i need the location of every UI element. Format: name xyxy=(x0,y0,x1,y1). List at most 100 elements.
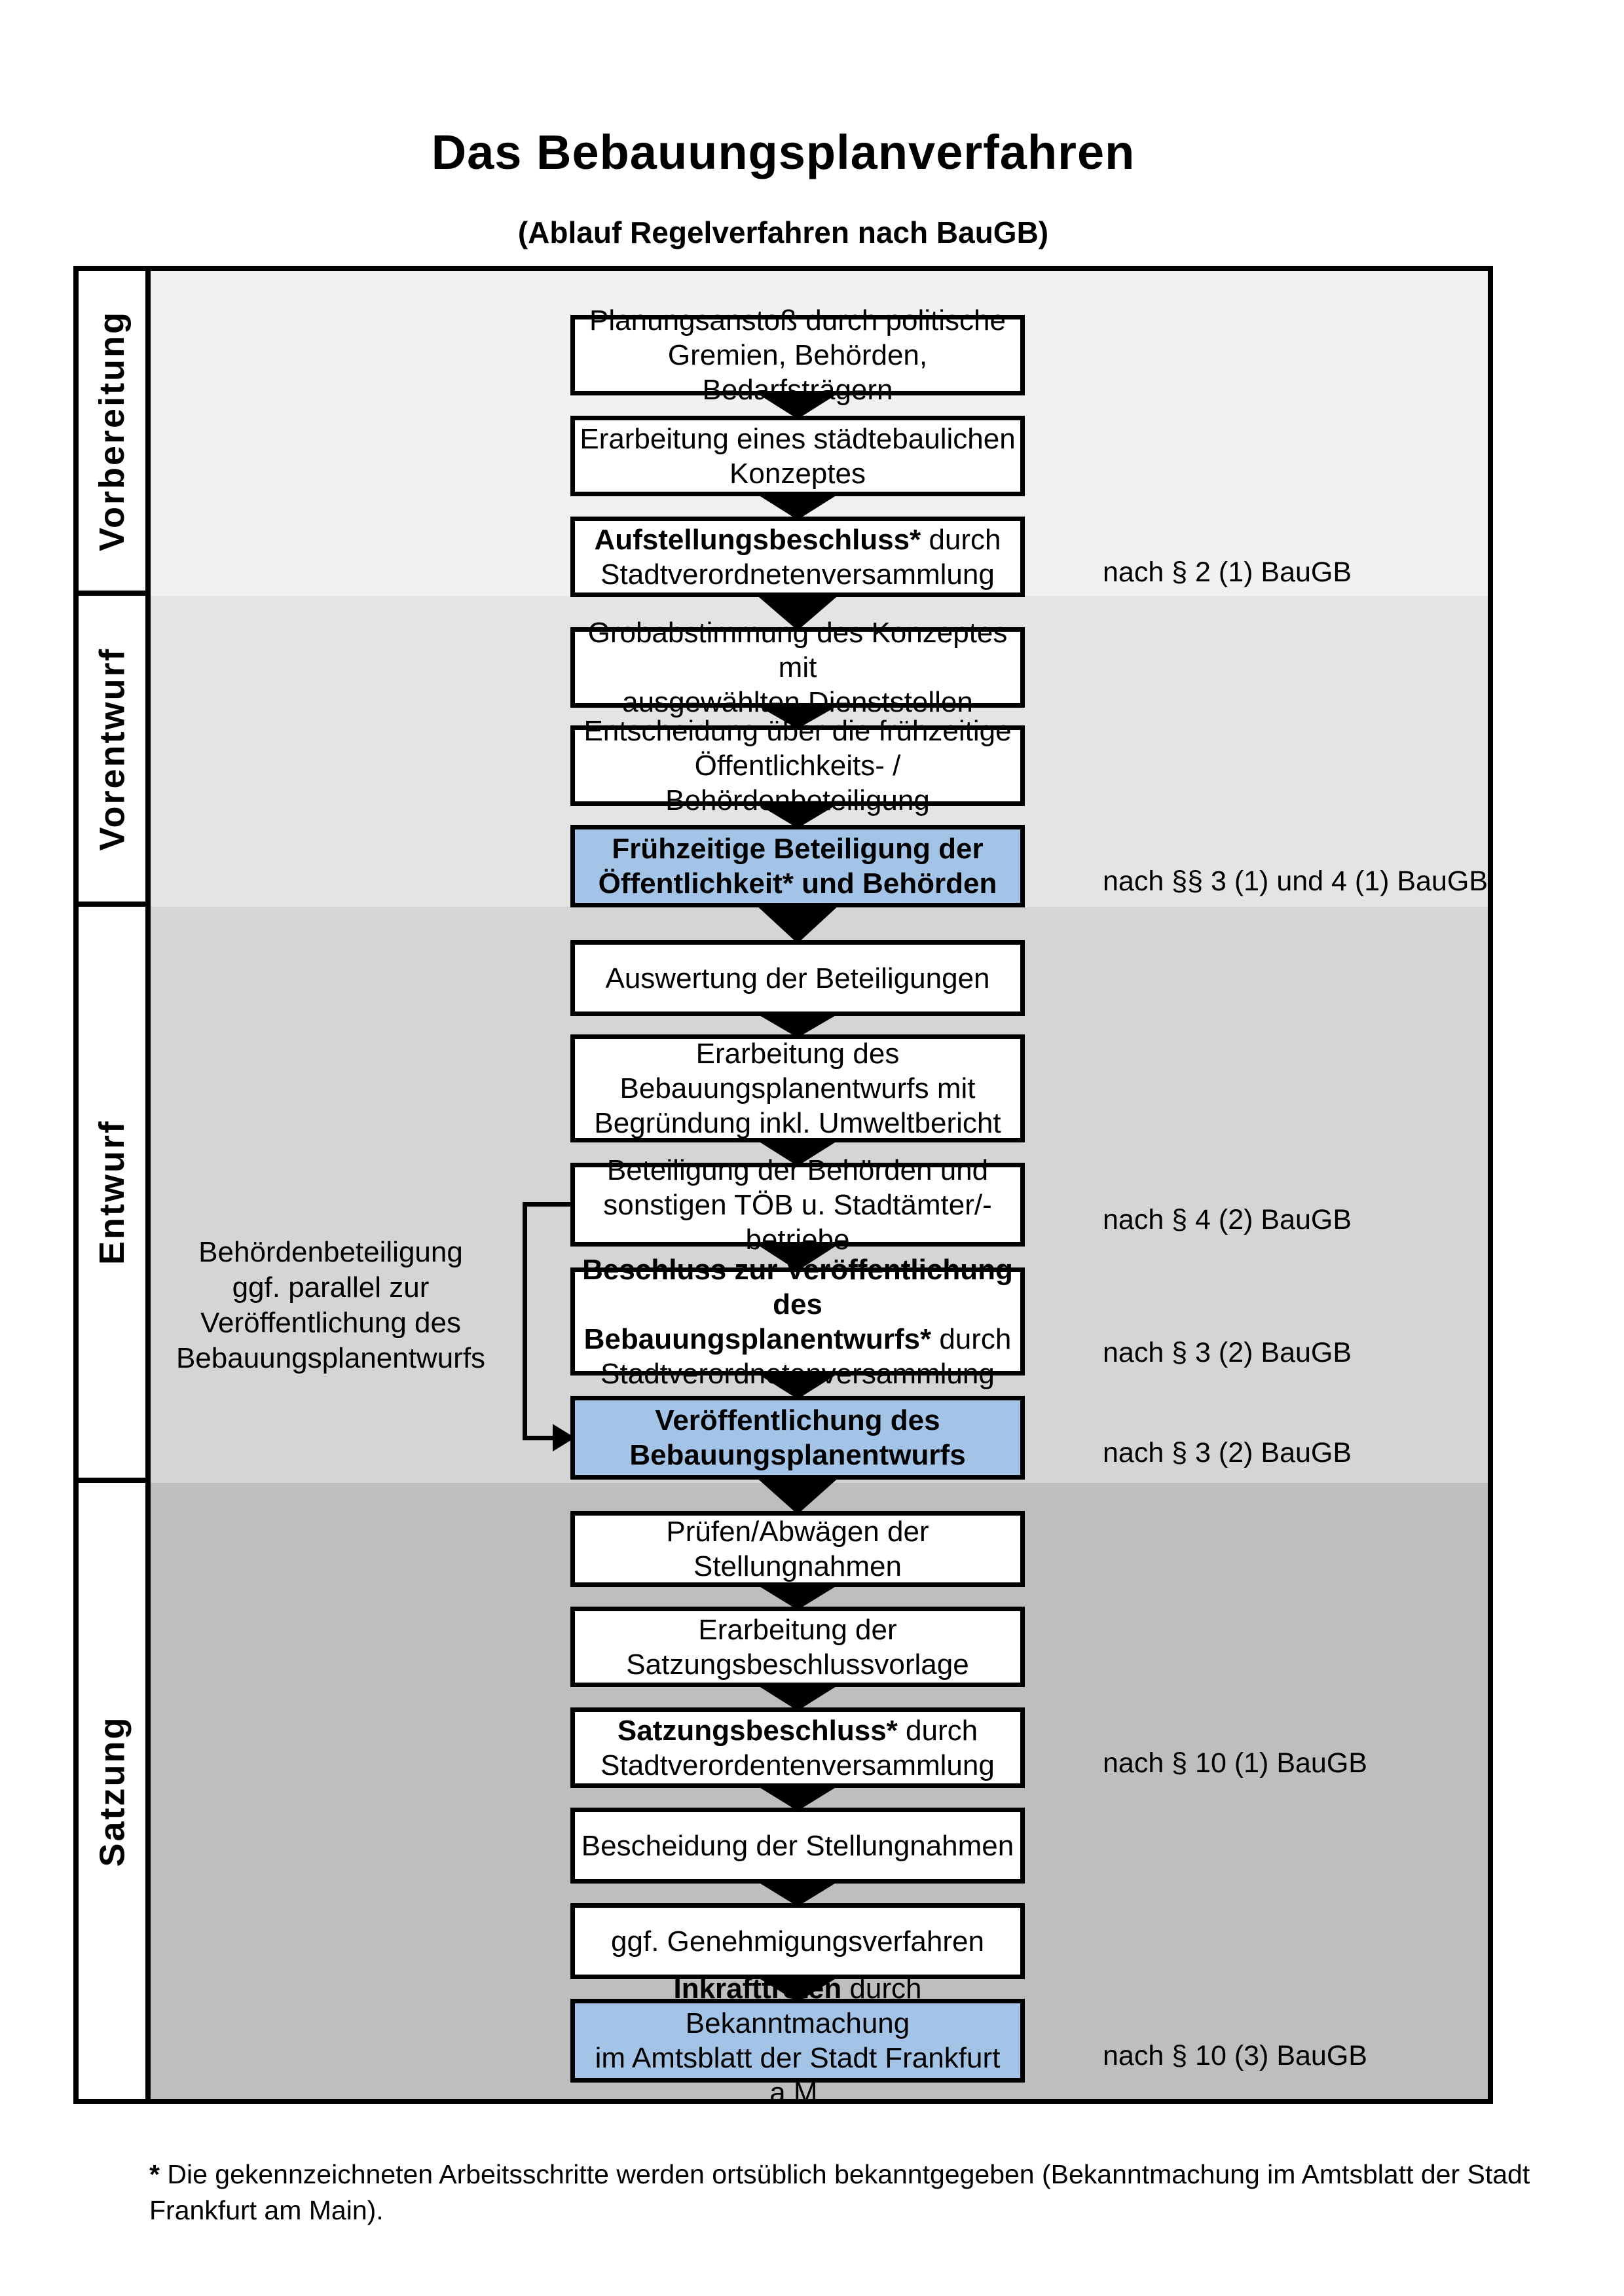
law-annotation: nach § 10 (3) BauGB xyxy=(1103,2040,1367,2071)
text-segment: Beschluss zur Veröffentlichung des xyxy=(582,1253,1013,1321)
text-segment: im Amtsblatt der Stadt Frankfurt a.M. xyxy=(595,2042,1001,2109)
text-line: Gremien, Behörden, Bedarfsträgern xyxy=(575,338,1020,407)
text-line: Öffentlichkeit* und Behörden xyxy=(575,866,1020,901)
text-segment: Frankfurt am Main). xyxy=(149,2195,384,2225)
flow-arrow-down-icon xyxy=(755,1976,840,2002)
phase-label-vorbereitung: Vorbereitung xyxy=(79,271,151,596)
text-segment: Prüfen/Abwägen der Stellungnahmen xyxy=(666,1516,929,1582)
flow-arrow-down-icon xyxy=(755,1684,840,1711)
text-line: Beteiligung der Behörden und xyxy=(575,1153,1020,1188)
text-segment: Grobabstimmung des Konzeptes mit xyxy=(587,617,1008,683)
text-line: Inkrafttreten durch Bekanntmachung xyxy=(575,1971,1020,2041)
text-segment: Auswertung der Beteiligungen xyxy=(605,962,990,994)
text-segment: Gremien, Behörden, Bedarfsträgern xyxy=(667,339,928,406)
flow-arrow-down-icon xyxy=(755,803,840,828)
flow-arrow-down-icon xyxy=(755,1584,840,1610)
flow-arrow-down-icon xyxy=(755,392,840,419)
text-line: Prüfen/Abwägen der Stellungnahmen xyxy=(575,1514,1020,1584)
text-segment: Stadtverordentenversammlung xyxy=(600,1749,995,1781)
phase-label-entwurf: Entwurf xyxy=(79,907,151,1483)
text-segment: durch xyxy=(897,1714,978,1747)
text-segment: Bebauungsplanentwurfs* xyxy=(583,1322,932,1355)
law-annotation: nach § 10 (1) BauGB xyxy=(1103,1747,1367,1779)
flow-arrow-down-icon xyxy=(755,1243,840,1271)
text-line: Frankfurt am Main). xyxy=(149,2193,1551,2229)
text-line: Erarbeitung des xyxy=(575,1036,1020,1071)
phase-label-vorentwurf: Vorentwurf xyxy=(79,596,151,907)
flow-arrow-down-icon xyxy=(755,1139,840,1166)
text-segment: durch xyxy=(921,523,1001,556)
text-segment: Satzungsbeschlussvorlage xyxy=(626,1648,969,1681)
flow-arrow-down-icon xyxy=(755,1880,840,1906)
text-line: * Die gekennzeichneten Arbeitsschritte w… xyxy=(149,2157,1551,2193)
text-line: Öffentlichkeits- / Behördenbeteiligung xyxy=(575,748,1020,818)
text-line: Bescheidung der Stellungnahmen xyxy=(575,1829,1020,1863)
text-segment: Veröffentlichung des xyxy=(655,1404,940,1436)
text-line: Auswertung der Beteiligungen xyxy=(575,961,1020,996)
text-segment: Aufstellungsbeschluss* xyxy=(594,523,921,556)
text-segment: Inkrafttreten xyxy=(673,1973,842,2005)
text-line: Erarbeitung eines städtebaulichen xyxy=(575,422,1020,456)
text-segment: Beteiligung der Behörden und xyxy=(606,1154,989,1186)
law-annotation: nach §§ 3 (1) und 4 (1) BauGB xyxy=(1103,866,1488,897)
phase-label-text: Entwurf xyxy=(92,1120,132,1265)
text-line: Planungsanstoß durch politische xyxy=(575,303,1020,338)
text-segment: Erarbeitung der xyxy=(698,1613,897,1646)
flow-box-7: Auswertung der Beteiligungen xyxy=(570,940,1025,1016)
flow-arrow-down-icon xyxy=(755,704,840,729)
phase-label-text: Vorbereitung xyxy=(92,310,132,552)
text-segment: Bescheidung der Stellungnahmen xyxy=(581,1829,1014,1862)
page-title: Das Bebauungsplanverfahren xyxy=(431,125,1135,179)
law-annotation: nach § 4 (2) BauGB xyxy=(1103,1204,1352,1235)
phase-label-satzung: Satzung xyxy=(79,1483,151,2099)
flow-arrow-down-icon xyxy=(755,1013,840,1038)
text-line: Stadtverordentenversammlung xyxy=(575,1748,1020,1783)
flow-arrow-down-icon xyxy=(755,1476,840,1514)
text-line: Satzungsbeschlussvorlage xyxy=(575,1647,1020,1682)
text-segment: durch Bekanntmachung xyxy=(685,1973,922,2039)
text-segment: Frühzeitige Beteiligung der xyxy=(612,833,984,865)
text-line: Entscheidung über die frühzeitige xyxy=(575,714,1020,748)
law-annotation: nach § 3 (2) BauGB xyxy=(1103,1437,1352,1468)
text-line: im Amtsblatt der Stadt Frankfurt a.M. xyxy=(575,2041,1020,2110)
phase-label-text: Satzung xyxy=(92,1715,132,1867)
text-segment: Erarbeitung eines städtebaulichen xyxy=(580,422,1016,455)
text-line: Frühzeitige Beteiligung der xyxy=(575,831,1020,866)
page-subtitle: (Ablauf Regelverfahren nach BauGB) xyxy=(517,215,1049,249)
flow-box-12: Prüfen/Abwägen der Stellungnahmen xyxy=(570,1511,1025,1587)
bracket-line-horizontal-bottom xyxy=(523,1436,554,1440)
text-segment: Planungsanstoß durch politische xyxy=(589,304,1006,337)
text-line: Bebauungsplanentwurfs xyxy=(575,1438,1020,1472)
text-line: Begründung inkl. Umweltbericht xyxy=(575,1106,1020,1140)
text-segment: * xyxy=(149,2159,160,2189)
text-line: Stadtverordnetenversammlung xyxy=(575,557,1020,592)
flow-arrow-down-icon xyxy=(755,904,840,943)
flow-arrow-down-icon xyxy=(755,1372,840,1399)
text-segment: Bebauungsplanentwurfs mit xyxy=(619,1072,976,1104)
text-segment: ggf. Genehmigungsverfahren xyxy=(611,1925,984,1958)
text-line: Aufstellungsbeschluss* durch xyxy=(575,522,1020,557)
side-note-line: Behördenbeteiligung xyxy=(198,1236,463,1268)
text-segment: Entscheidung über die frühzeitige xyxy=(583,715,1012,747)
text-line: Erarbeitung der xyxy=(575,1613,1020,1647)
flow-box-16: ggf. Genehmigungsverfahren xyxy=(570,1903,1025,1979)
text-segment: Öffentlichkeit* und Behörden xyxy=(598,867,997,900)
text-line: Grobabstimmung des Konzeptes mit xyxy=(575,615,1020,685)
text-segment: Die gekennzeichneten Arbeitsschritte wer… xyxy=(159,2159,1530,2189)
bracket-line-vertical xyxy=(523,1202,527,1440)
text-line: Veröffentlichung des xyxy=(575,1403,1020,1438)
text-segment: Satzungsbeschluss* xyxy=(617,1714,898,1747)
flow-arrow-down-icon xyxy=(755,594,840,630)
